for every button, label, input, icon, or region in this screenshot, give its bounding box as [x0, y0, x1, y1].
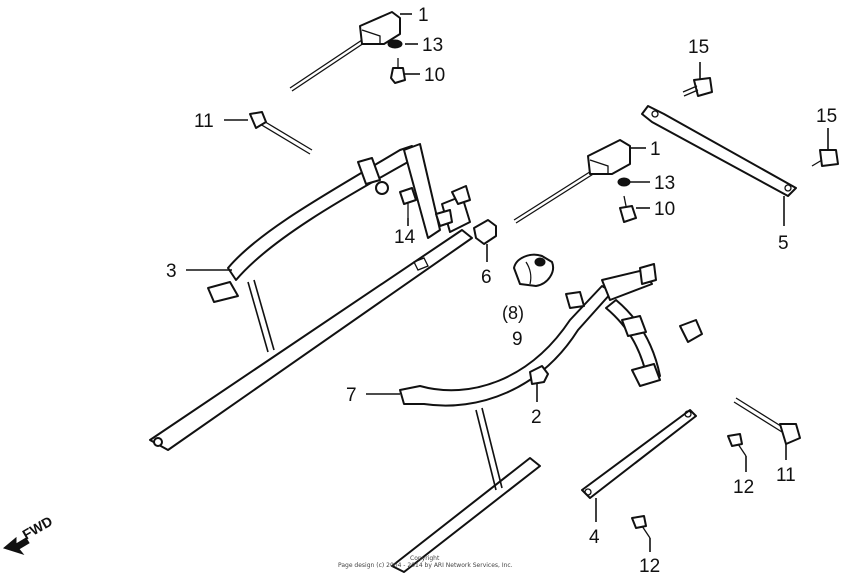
callout-1-mid: 1: [650, 139, 661, 160]
part-11-right-bolt: [733, 397, 801, 445]
part-11-left-bolt: [249, 111, 313, 155]
part-12-upper-bolt: [727, 433, 747, 457]
callout-1-top: 1: [418, 5, 429, 26]
callout-7: 7: [346, 385, 357, 406]
callout-11-left: 11: [194, 111, 214, 132]
part-14-bolt: [399, 187, 417, 218]
part-3-left-frame: [149, 143, 473, 451]
part-15-right-bolt: [811, 149, 839, 167]
part-12-lower-bolt: [631, 515, 651, 539]
callout-14: 14: [394, 227, 416, 248]
fwd-indicator: FWD: [2, 513, 56, 555]
part-13-top-washer: [387, 39, 403, 49]
part-6-clip: [473, 219, 497, 245]
callout-15-top: 15: [688, 37, 709, 58]
callout-9: 9: [512, 329, 523, 350]
callout-6: 6: [481, 267, 492, 288]
callout-15-right: 15: [816, 106, 837, 127]
part-4-strap: [581, 409, 697, 499]
callout-12-lower: 12: [639, 556, 660, 577]
part-10-top-bolt: [390, 58, 406, 84]
part-7-right-frame: [391, 263, 703, 573]
callout-10-top: 10: [424, 65, 445, 86]
callout-8: (8): [502, 303, 524, 323]
part-13-mid-washer: [617, 177, 631, 187]
fwd-arrow-icon: [2, 536, 30, 555]
part-5-strap: [641, 105, 797, 197]
copyright-line-1: Copyright: [410, 555, 440, 562]
part-1-mid-knob-rod: [513, 139, 631, 224]
part-1-top-knob-rod: [289, 11, 401, 92]
callout-12-upper: 12: [733, 477, 754, 498]
callout-11-right: 11: [776, 465, 796, 486]
part-2-nut: [529, 365, 549, 385]
callout-2: 2: [531, 407, 542, 428]
callout-5: 5: [778, 233, 789, 254]
part-8-9-grommet: [513, 253, 554, 287]
part-15-top-bolt: [682, 77, 713, 97]
fwd-label: FWD: [20, 513, 56, 543]
leader-lines: [186, 13, 829, 552]
callout-13-top: 13: [422, 35, 443, 56]
part-10-mid-bolt: [619, 195, 637, 223]
copyright-line-2: Page design (c) 2004 - 2014 by ARI Netwo…: [338, 562, 513, 569]
callout-4: 4: [589, 527, 600, 548]
callout-3: 3: [166, 261, 177, 282]
callout-13-mid: 13: [654, 173, 675, 194]
callout-10-mid: 10: [654, 199, 675, 220]
